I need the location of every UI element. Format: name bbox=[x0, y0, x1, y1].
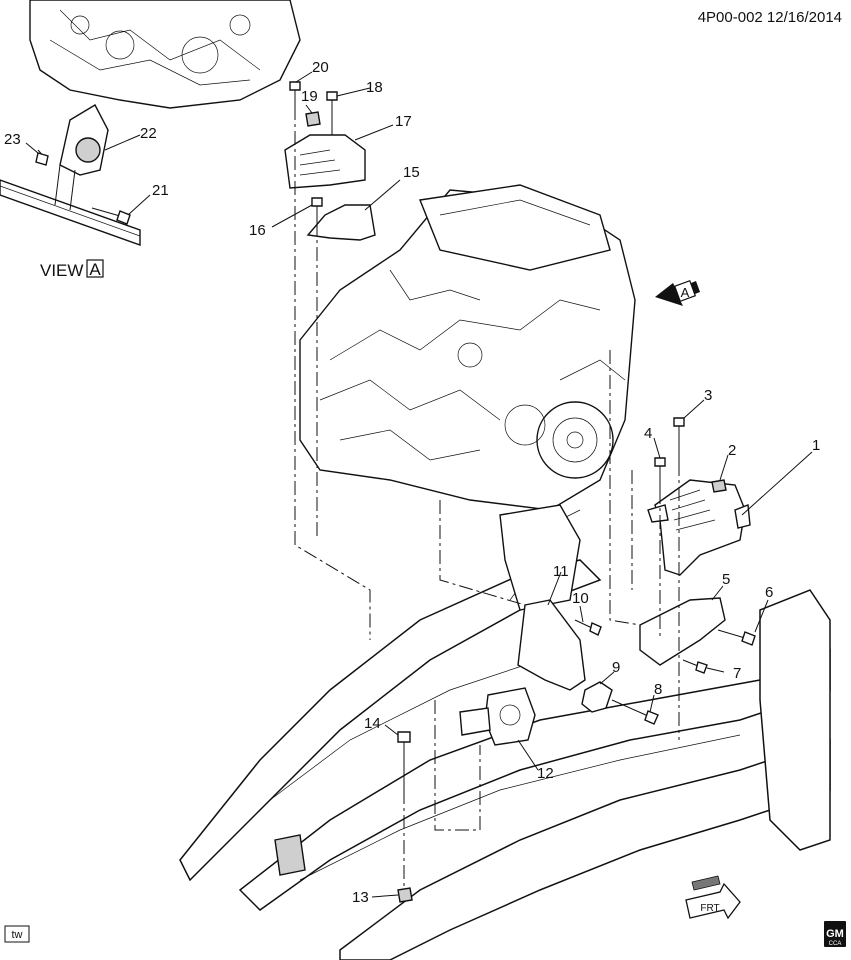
view-a-letter: A bbox=[89, 260, 101, 279]
diagram-code-date: 4P00-002 12/16/2014 bbox=[698, 9, 842, 26]
view-a-letter-box bbox=[86, 259, 104, 278]
callout-10: 10 bbox=[572, 590, 589, 607]
leader-lines bbox=[25, 71, 813, 898]
frame-tower-right bbox=[759, 589, 831, 851]
view-a-rail bbox=[0, 179, 141, 246]
callout-6: 6 bbox=[765, 584, 773, 601]
corner-tag-text: tw bbox=[12, 929, 23, 941]
part-11-bracket bbox=[517, 599, 586, 691]
callout-8: 8 bbox=[654, 681, 662, 698]
callout-9: 9 bbox=[612, 659, 620, 676]
callout-12: 12 bbox=[537, 765, 554, 782]
callout-16: 16 bbox=[249, 222, 266, 239]
part-1-mount bbox=[647, 479, 751, 576]
view-a-text: VIEW bbox=[40, 261, 83, 280]
callout-5: 5 bbox=[722, 571, 730, 588]
callout-3: 3 bbox=[704, 387, 712, 404]
corner-tag: tw bbox=[4, 925, 30, 943]
part-12-mount bbox=[459, 687, 536, 746]
part-18-bolt bbox=[326, 91, 338, 122]
engine-assembly bbox=[299, 184, 636, 511]
callout-2: 2 bbox=[728, 442, 736, 459]
part-17-mount bbox=[284, 134, 366, 189]
part-21-bolt bbox=[91, 207, 131, 225]
view-a-arrow: A bbox=[655, 279, 700, 306]
part-10-bolt bbox=[574, 619, 602, 636]
frame-bracket-center bbox=[499, 504, 581, 611]
callout-14: 14 bbox=[364, 715, 381, 732]
callout-11: 11 bbox=[553, 563, 569, 580]
part-3-bolt bbox=[673, 417, 685, 462]
part-13-nut bbox=[397, 887, 413, 903]
view-a-arrow-letter: A bbox=[681, 285, 690, 300]
transmission-sketch bbox=[29, 0, 301, 109]
callout-labels: 1 2 3 4 5 6 7 8 9 10 11 12 13 14 15 16 1… bbox=[4, 59, 820, 906]
assembly-lines bbox=[294, 106, 680, 890]
engine-cover bbox=[419, 184, 611, 271]
callout-20: 20 bbox=[312, 59, 329, 76]
engine-pulley bbox=[536, 401, 614, 479]
part-8-bolt bbox=[611, 699, 659, 725]
front-arrow-text: FRT bbox=[700, 903, 719, 914]
callout-4: 4 bbox=[644, 425, 652, 442]
callout-1: 1 bbox=[812, 437, 820, 454]
gm-logo: GM CCA bbox=[824, 921, 846, 947]
callout-7: 7 bbox=[733, 665, 741, 682]
part-19-nut bbox=[305, 111, 321, 127]
part-7-bolt bbox=[682, 659, 708, 674]
callout-13: 13 bbox=[352, 889, 369, 906]
callout-15: 15 bbox=[403, 164, 420, 181]
callout-23: 23 bbox=[4, 131, 21, 148]
part-20-bolt bbox=[289, 81, 301, 106]
callout-21: 21 bbox=[152, 182, 169, 199]
front-arrow: FRT bbox=[685, 875, 741, 920]
part-16-bolt bbox=[311, 197, 323, 222]
view-a-inset bbox=[0, 0, 301, 246]
callout-19: 19 bbox=[301, 88, 318, 105]
view-a-mount bbox=[75, 137, 101, 163]
part-4-bolt bbox=[654, 457, 666, 490]
part-6-bolt bbox=[717, 629, 756, 646]
subframe bbox=[179, 504, 831, 960]
part-5-bracket bbox=[639, 597, 726, 666]
part-9-shield bbox=[581, 681, 613, 713]
gm-logo-subtext: CCA bbox=[829, 941, 842, 947]
callout-22: 22 bbox=[140, 125, 157, 142]
part-15-bracket bbox=[306, 204, 376, 241]
part-2-nut bbox=[711, 479, 727, 493]
callout-18: 18 bbox=[366, 79, 383, 96]
callout-17: 17 bbox=[395, 113, 412, 130]
frame-bushing bbox=[274, 834, 306, 876]
view-a-label: VIEW A bbox=[40, 259, 104, 280]
gm-logo-text: GM bbox=[826, 928, 844, 940]
part-14-bolt bbox=[397, 731, 411, 790]
part-23-bolt bbox=[35, 149, 49, 166]
